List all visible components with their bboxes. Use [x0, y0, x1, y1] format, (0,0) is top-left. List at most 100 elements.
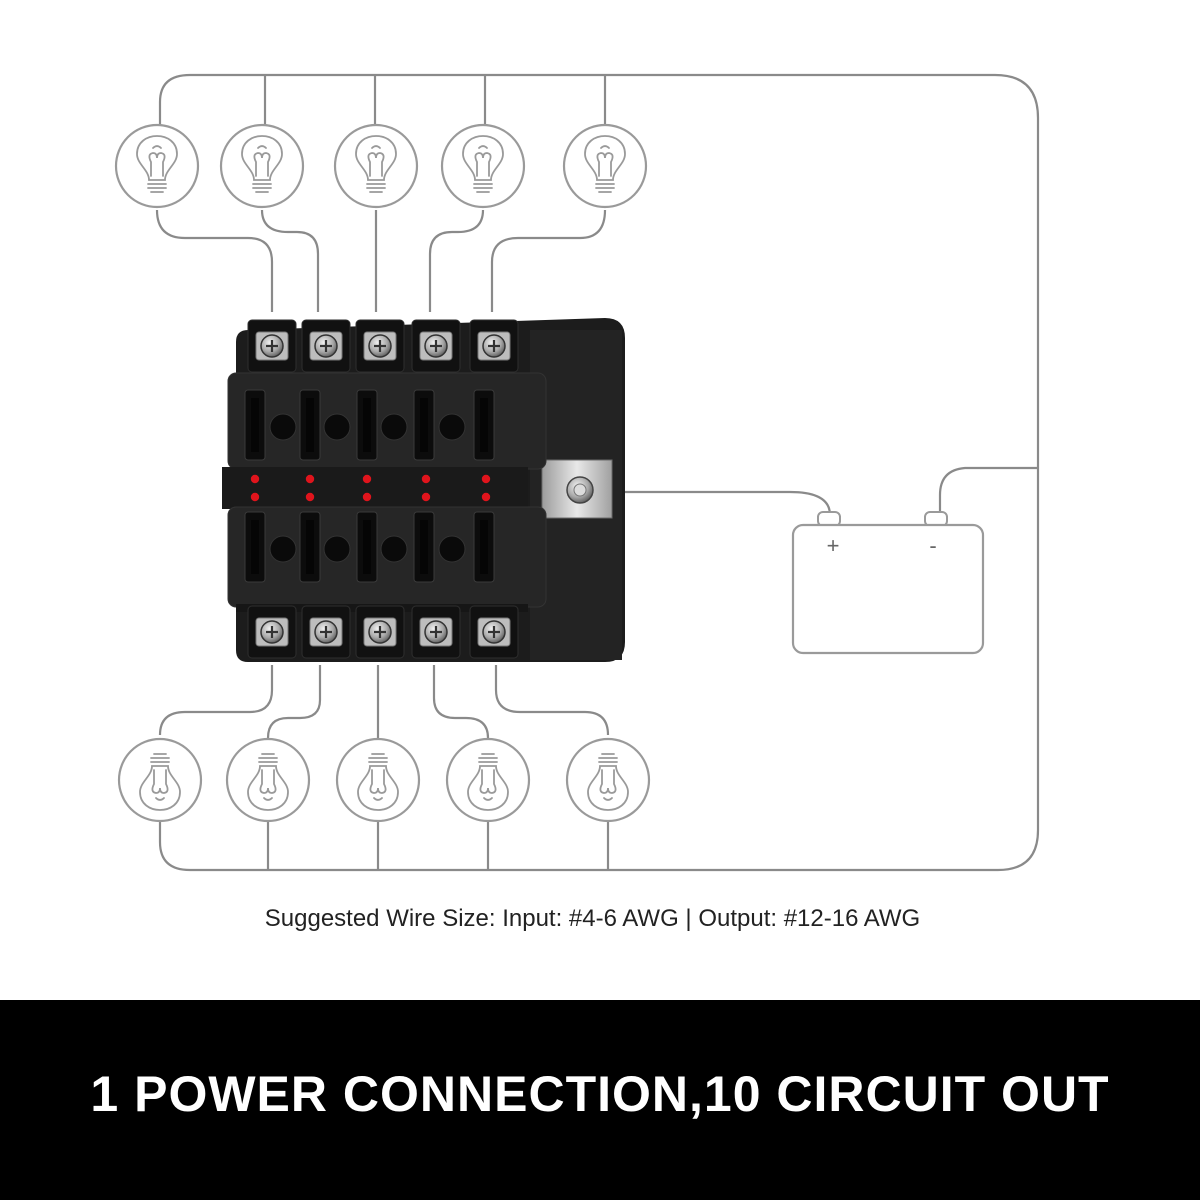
- bottom-bulb-4: [445, 737, 531, 823]
- bulb-circle: [219, 123, 305, 209]
- wire-size-caption: Suggested Wire Size: Input: #4-6 AWG | O…: [264, 905, 921, 932]
- light-bulb-icon: [139, 753, 181, 811]
- bottom-terminal-2: [301, 605, 351, 659]
- bottom-banner: 1 POWER CONNECTION,10 CIRCUIT OUT: [0, 1000, 1200, 1200]
- bulb-circle: [440, 123, 526, 209]
- screw-terminal-icon: [314, 334, 338, 358]
- indicator-led-1-upper: [250, 474, 260, 484]
- upper-fuse-slot-3: [356, 389, 378, 461]
- bulb-circle: [565, 737, 651, 823]
- bottom-bulb-2: [225, 737, 311, 823]
- top-bulb-4: [440, 123, 526, 209]
- top-wire-2: [260, 209, 320, 312]
- bottom-terminal-4: [411, 605, 461, 659]
- top-bulb-1: [114, 123, 200, 209]
- indicator-led-2-lower: [305, 492, 315, 502]
- lower-fuse-slot-4: [413, 511, 435, 583]
- bottom-wire-4: [432, 665, 490, 739]
- wiring: [155, 73, 1040, 872]
- upper-fuse-slot-2: [299, 389, 321, 461]
- indicator-led-1-lower: [250, 492, 260, 502]
- light-bulb-icon: [587, 753, 629, 811]
- bulb-circle: [117, 737, 203, 823]
- lower-mount-hole-2: [323, 535, 351, 563]
- upper-mount-hole-4: [438, 413, 466, 441]
- lower-mount-hole-1: [269, 535, 297, 563]
- top-terminal-3: [355, 319, 405, 373]
- top-wire-5: [490, 209, 607, 312]
- top-bulb-3: [333, 123, 419, 209]
- fuse-block-led-strip: [222, 467, 528, 509]
- battery-icon: + -: [791, 511, 985, 655]
- bulb-circle: [445, 737, 531, 823]
- indicator-leds: [250, 474, 491, 502]
- indicator-led-4-lower: [421, 492, 431, 502]
- screw-terminal-icon: [424, 334, 448, 358]
- top-bulbs: [114, 123, 648, 209]
- top-bus-wire: [158, 73, 1040, 872]
- screw-terminal-icon: [260, 334, 284, 358]
- indicator-led-5-lower: [481, 492, 491, 502]
- lower-fuse-slot-5: [473, 511, 495, 583]
- bottom-bulbs: [117, 737, 651, 823]
- bottom-bulb-5: [565, 737, 651, 823]
- light-bulb-icon: [462, 135, 504, 193]
- light-bulb-icon: [355, 135, 397, 193]
- bottom-wire-2: [266, 665, 322, 739]
- upper-fuse-slot-1: [244, 389, 266, 461]
- bottom-wire-5: [494, 665, 610, 736]
- battery-negative-label: -: [929, 533, 936, 558]
- bottom-wire-1: [158, 665, 274, 736]
- indicator-led-3-upper: [362, 474, 372, 484]
- upper-mount-hole-3: [380, 413, 408, 441]
- bottom-terminal-5: [469, 605, 519, 659]
- screw-terminal-icon: [260, 620, 284, 644]
- indicator-led-2-upper: [305, 474, 315, 484]
- indicator-led-5-upper: [481, 474, 491, 484]
- battery-body: [791, 523, 985, 655]
- light-bulb-icon: [136, 135, 178, 193]
- light-bulb-icon: [247, 753, 289, 811]
- bulb-circle: [114, 123, 200, 209]
- bulb-circle: [562, 123, 648, 209]
- screw-terminal-icon: [368, 334, 392, 358]
- positive-wire: [610, 490, 832, 516]
- top-wire-4: [428, 209, 485, 312]
- lower-mount-hole-4: [438, 535, 466, 563]
- top-terminal-1: [247, 319, 297, 373]
- bottom-bulb-1: [117, 737, 203, 823]
- upper-fuse-slot-5: [473, 389, 495, 461]
- screw-terminal-icon: [314, 620, 338, 644]
- top-terminal-4: [411, 319, 461, 373]
- banner-title: 1 POWER CONNECTION,10 CIRCUIT OUT: [90, 1066, 1110, 1122]
- top-bulb-5: [562, 123, 648, 209]
- top-terminal-5: [469, 319, 519, 373]
- bulb-circle: [335, 737, 421, 823]
- bulb-circle: [225, 737, 311, 823]
- negative-wire: [938, 466, 1038, 515]
- top-terminals: [247, 319, 519, 373]
- indicator-led-3-lower: [362, 492, 372, 502]
- bottom-terminal-1: [247, 605, 297, 659]
- screw-terminal-icon: [482, 334, 506, 358]
- light-bulb-icon: [584, 135, 626, 193]
- lower-mount-hole-3: [380, 535, 408, 563]
- light-bulb-icon: [241, 135, 283, 193]
- screw-terminal-icon: [368, 620, 392, 644]
- screw-terminal-icon: [424, 620, 448, 644]
- top-terminal-2: [301, 319, 351, 373]
- top-wire-1: [155, 209, 274, 312]
- bottom-bulb-3: [335, 737, 421, 823]
- bottom-terminal-3: [355, 605, 405, 659]
- lower-fuse-slot-2: [299, 511, 321, 583]
- indicator-led-4-upper: [421, 474, 431, 484]
- light-bulb-icon: [467, 753, 509, 811]
- battery-positive-label: +: [827, 533, 840, 558]
- screw-terminal-icon: [482, 620, 506, 644]
- upper-fuse-slot-4: [413, 389, 435, 461]
- bottom-terminals: [247, 605, 519, 659]
- lower-fuse-slot-1: [244, 511, 266, 583]
- fuse-slots: [244, 389, 495, 583]
- top-bulb-2: [219, 123, 305, 209]
- light-bulb-icon: [357, 753, 399, 811]
